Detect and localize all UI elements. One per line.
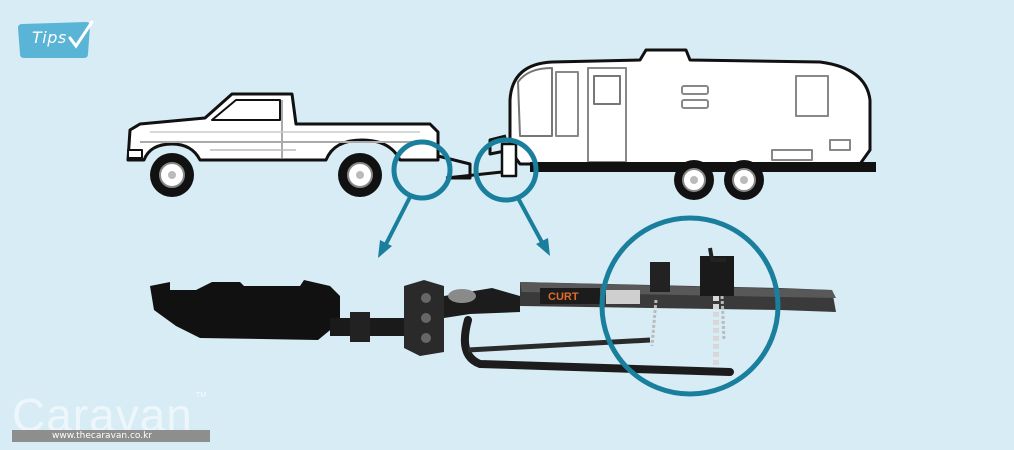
callout-circle-chains xyxy=(599,215,781,397)
callout-circle-hitch xyxy=(391,139,453,201)
pickup-truck xyxy=(126,92,472,197)
website-url: www.thecaravan.co.kr xyxy=(52,431,153,441)
weight-distribution-hitch: CURT xyxy=(150,247,836,376)
travel-trailer xyxy=(488,48,876,200)
curt-logo: CURT xyxy=(548,291,579,303)
arrow-right-icon xyxy=(516,197,550,256)
tips-badge xyxy=(18,20,94,58)
url-bar xyxy=(12,430,210,442)
arrow-left-icon xyxy=(378,196,412,258)
tips-label: Tips xyxy=(32,28,67,47)
trademark-mark: TM xyxy=(196,392,207,399)
callout-circle-tongue xyxy=(473,137,539,203)
